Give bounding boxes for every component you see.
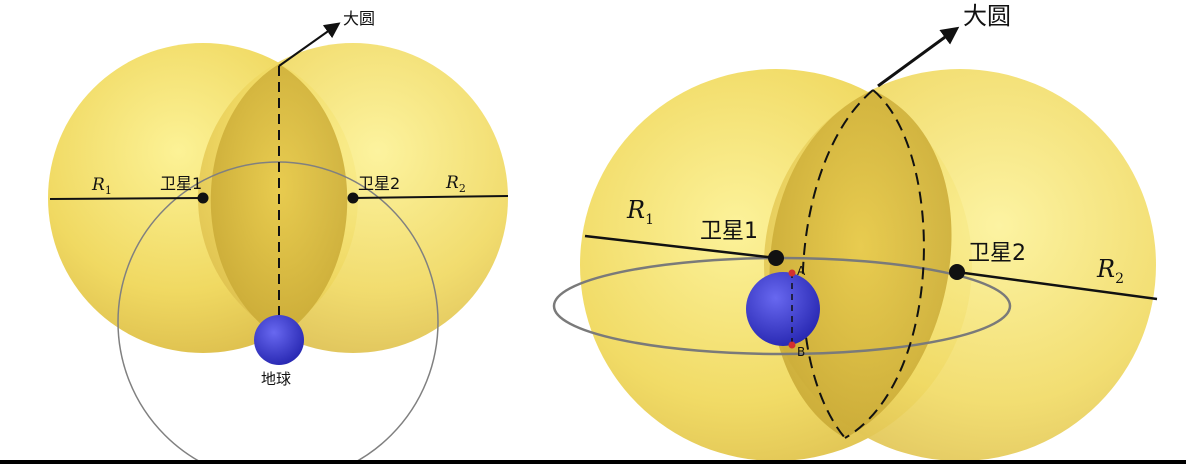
right-great-circle-arrow: [877, 26, 960, 88]
right-satellite-2-label: 卫星2: [968, 241, 1026, 266]
left-radius-line-2: [352, 195, 509, 199]
right-intersection-lens: [769, 90, 952, 438]
right-satellite-1-label: 卫星1: [700, 219, 758, 244]
left-r1-letter: R: [91, 175, 105, 195]
bottom-border-bar: [0, 460, 1186, 464]
right-r2-letter: R: [1096, 255, 1115, 283]
right-point-a-label: A: [797, 264, 806, 278]
right-point-a: [788, 269, 796, 277]
right-earth: [746, 272, 820, 346]
right-point-b: [788, 341, 796, 349]
left-r2-letter: R: [445, 173, 459, 193]
right-r1-letter: R: [626, 196, 645, 224]
right-point-b-label: B: [797, 345, 805, 359]
left-satellite-1-point: [197, 192, 209, 204]
left-earth-label: 地球: [261, 370, 291, 388]
left-earth: [254, 315, 304, 365]
left-r1-subscript: 1: [105, 184, 112, 197]
right-radius-line-1: [584, 234, 777, 260]
left-radius-line-1: [49, 197, 204, 200]
right-great-circle-dashed: [801, 89, 874, 439]
left-satellite-2-point: [347, 192, 359, 204]
right-radius-line-2: [956, 270, 1158, 301]
left-r1-label: R1: [91, 175, 112, 197]
right-diagram: 大圆 卫星1 卫星2 R1 R2 A B: [552, 2, 1158, 461]
right-r2-subscript: 2: [1115, 271, 1124, 287]
right-r1-subscript: 1: [645, 212, 654, 228]
left-diagram: 大圆 卫星1 卫星2 R1 R2 地球: [48, 9, 509, 464]
right-satellite-2-point: [949, 264, 965, 280]
left-satellite-1-label: 卫星1: [160, 174, 202, 193]
left-great-circle-arrow: [278, 22, 341, 67]
right-great-circle-label: 大圆: [963, 2, 1011, 30]
right-satellite-1-point: [768, 250, 784, 266]
left-r2-label: R2: [445, 173, 466, 195]
left-great-circle-label: 大圆: [343, 9, 375, 28]
right-r1-label: R1: [626, 196, 654, 228]
right-r2-label: R2: [1096, 255, 1124, 287]
left-r2-subscript: 2: [459, 182, 466, 195]
left-satellite-2-label: 卫星2: [358, 174, 400, 193]
right-great-circle-dashed-back: [844, 89, 925, 439]
